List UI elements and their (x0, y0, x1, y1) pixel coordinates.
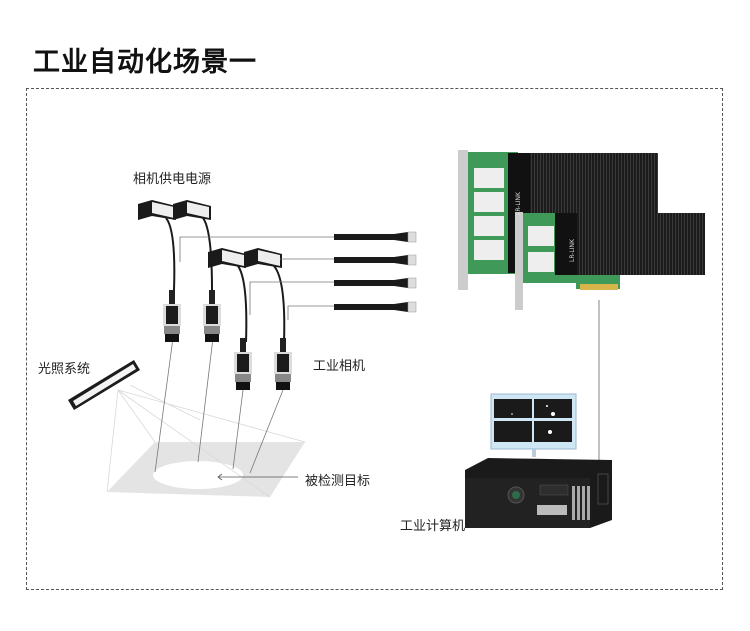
ethernet-cable (334, 301, 417, 313)
nic-small-2port (515, 212, 705, 310)
power-supply (208, 248, 246, 268)
label-inspected-target: 被检测目标 (305, 474, 371, 489)
nic-brand-label: LR-LINK (515, 191, 522, 215)
ethernet-cables (334, 231, 417, 313)
monitor (490, 393, 577, 466)
network-cards (458, 150, 705, 310)
label-industrial-camera: 工业相机 (313, 359, 366, 374)
camera-view-lines (154, 337, 284, 474)
lighting-bar (68, 360, 140, 410)
ethernet-cable (334, 277, 417, 289)
camera (274, 338, 292, 390)
power-supply (138, 200, 176, 220)
camera (163, 290, 181, 342)
target-pointer (217, 473, 298, 481)
industrial-cameras (163, 290, 292, 390)
ethernet-cable (334, 231, 417, 243)
diagram-frame (26, 88, 723, 590)
industrial-pc (465, 458, 612, 528)
inspected-target-ellipse (153, 461, 243, 489)
power-cords (165, 217, 286, 343)
power-supply (173, 200, 211, 220)
nic-brand-label-small: LR-LINK (569, 238, 576, 262)
page-title: 工业自动化场景一 (33, 47, 257, 78)
label-industrial-computer: 工业计算机 (400, 519, 466, 534)
power-supply (244, 248, 282, 268)
ethernet-cable (334, 254, 417, 266)
inspection-plane (107, 442, 305, 497)
label-camera-power: 相机供电电源 (133, 172, 212, 187)
label-lighting-system: 光照系统 (38, 362, 91, 377)
light-beams (106, 384, 306, 498)
camera (234, 338, 252, 390)
camera (203, 290, 221, 342)
power-supplies (138, 200, 282, 268)
ethernet-lines (179, 236, 334, 320)
